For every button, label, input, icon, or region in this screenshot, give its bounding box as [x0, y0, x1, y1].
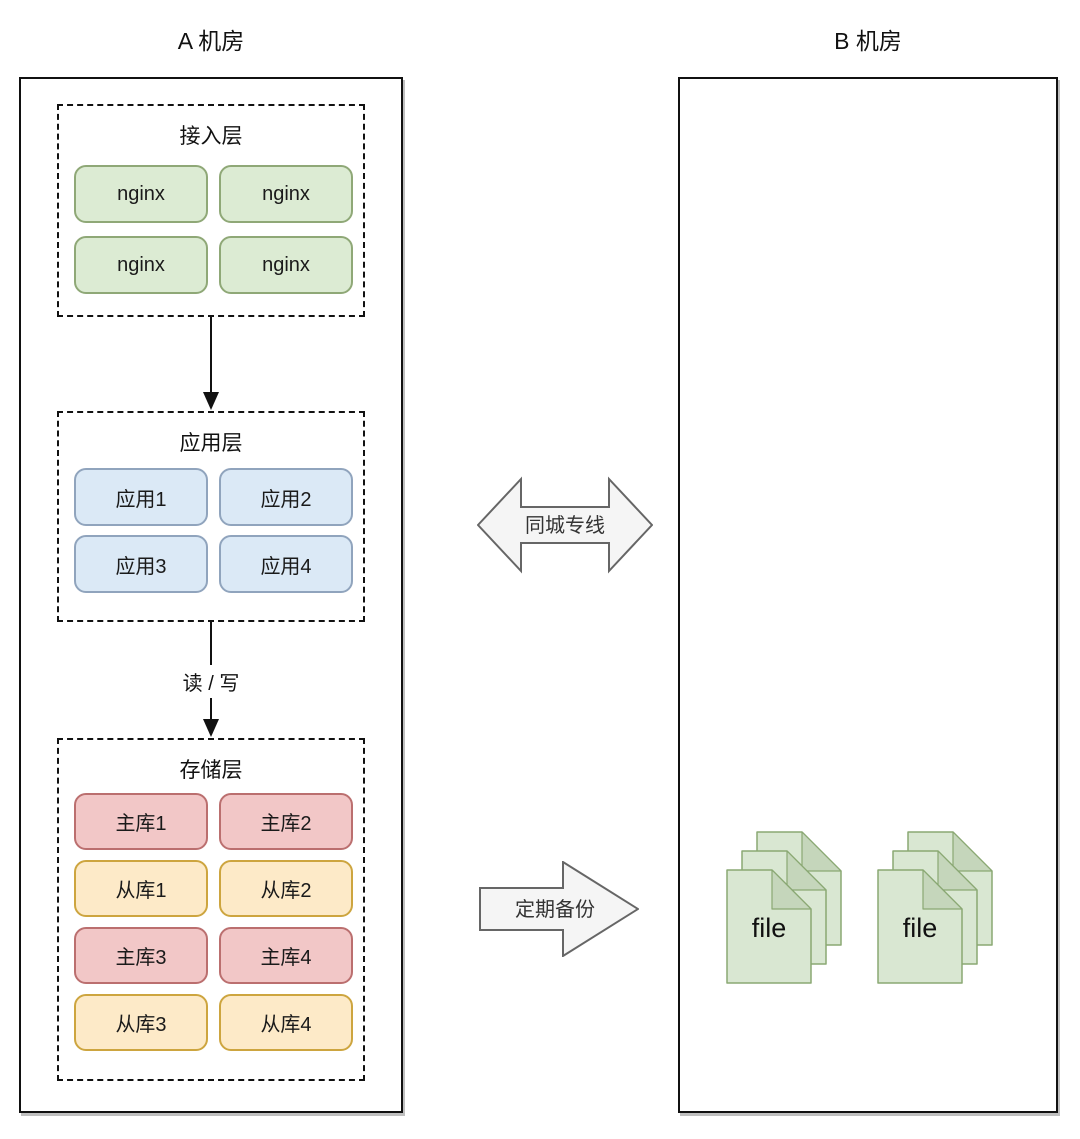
city-line-label: 同城专线: [525, 514, 605, 537]
file-stack-1: file: [726, 831, 842, 984]
app-node-2: 应用2: [219, 468, 353, 526]
access-layer-node-grid: nginx nginx nginx nginx: [74, 165, 353, 294]
room-b-title: B 机房: [834, 28, 902, 54]
nginx-node-1: nginx: [74, 165, 208, 223]
slave-db-node-2: 从库2: [219, 860, 353, 917]
file-icon: file: [877, 869, 963, 984]
master-db-node-2: 主库2: [219, 793, 353, 850]
nginx-node-4: nginx: [219, 236, 353, 294]
nginx-node-3: nginx: [74, 236, 208, 294]
backup-right-arrow-icon: 定期备份: [479, 861, 639, 957]
master-db-node-1: 主库1: [74, 793, 208, 850]
app-node-3: 应用3: [74, 535, 208, 593]
file-icon: file: [726, 869, 812, 984]
app-node-4: 应用4: [219, 535, 353, 593]
app-node-1: 应用1: [74, 468, 208, 526]
arrow-access-to-app: [203, 315, 219, 410]
backup-label: 定期备份: [515, 898, 595, 921]
access-layer-title: 接入层: [179, 125, 243, 148]
master-db-node-3: 主库3: [74, 927, 208, 984]
file-stack-2: file: [877, 831, 993, 984]
storage-layer-node-grid: 主库1 主库2 从库1 从库2 主库3 主库4 从库3 从库4: [74, 793, 353, 1051]
nginx-node-2: nginx: [219, 165, 353, 223]
app-layer-title: 应用层: [179, 432, 243, 455]
storage-layer-section: 存储层 主库1 主库2 从库1 从库2 主库3 主库4 从库3 从库4: [57, 738, 365, 1081]
arrowhead-down-icon: [203, 392, 219, 410]
file-label: file: [903, 913, 938, 943]
slave-db-node-4: 从库4: [219, 994, 353, 1051]
slave-db-node-1: 从库1: [74, 860, 208, 917]
access-layer-section: 接入层 nginx nginx nginx nginx: [57, 104, 365, 317]
file-label: file: [752, 913, 787, 943]
arrowhead-down-icon: [203, 719, 219, 737]
app-layer-section: 应用层 应用1 应用2 应用3 应用4: [57, 411, 365, 622]
storage-layer-title: 存储层: [179, 759, 243, 782]
room-a-title: A 机房: [177, 28, 245, 54]
app-layer-node-grid: 应用1 应用2 应用3 应用4: [74, 468, 353, 593]
slave-db-node-3: 从库3: [74, 994, 208, 1051]
master-db-node-4: 主库4: [219, 927, 353, 984]
read-write-label: 读 / 写: [174, 665, 248, 698]
city-line-double-arrow-icon: 同城专线: [477, 476, 653, 574]
